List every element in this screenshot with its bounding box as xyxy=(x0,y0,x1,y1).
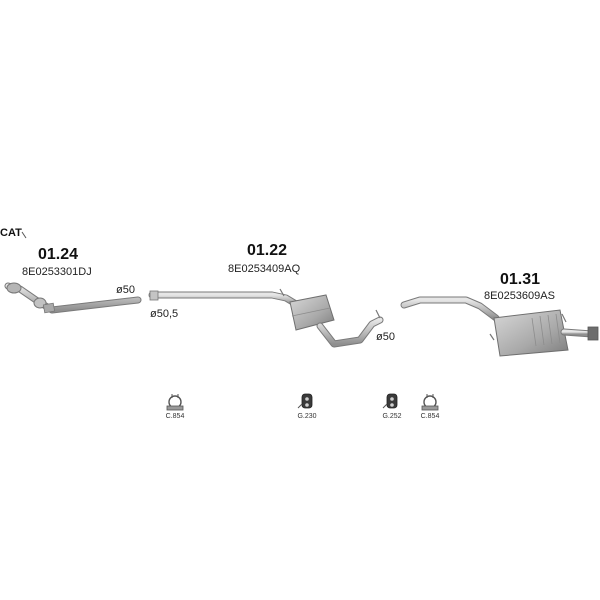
cat-label: CAT xyxy=(0,227,22,239)
accessory-label-hanger-1: G.230 xyxy=(297,413,317,420)
front-pipe-01-24 xyxy=(4,282,142,314)
oem-number-rear-silencer: 8E0253609AS xyxy=(484,290,555,302)
rubber-hanger-icon xyxy=(297,393,313,409)
accessory-label-clamp-1: C.854 xyxy=(165,413,185,420)
oem-number-front-pipe: 8E0253301DJ xyxy=(22,266,92,278)
diameter-label-middle-inlet: ø50,5 xyxy=(150,308,179,320)
rubber-hanger-icon xyxy=(382,393,398,409)
accessory-label-hanger-2: G.252 xyxy=(382,413,402,420)
diameter-label-front: ø50 xyxy=(116,284,135,296)
diameter-label-middle-outlet: ø50 xyxy=(376,331,395,343)
clamp-icon xyxy=(421,394,439,411)
clamp-icon xyxy=(166,394,184,411)
cat-leader-line xyxy=(21,231,27,239)
middle-silencer-01-22 xyxy=(148,288,384,348)
part-code-rear-silencer: 01.31 xyxy=(500,271,541,288)
part-code-front-pipe: 01.24 xyxy=(38,246,79,263)
part-code-middle-silencer: 01.22 xyxy=(247,242,288,259)
rear-silencer-01-31 xyxy=(400,296,599,357)
accessory-label-clamp-2: C.854 xyxy=(420,413,440,420)
oem-number-middle-silencer: 8E0253409AQ xyxy=(228,263,301,275)
